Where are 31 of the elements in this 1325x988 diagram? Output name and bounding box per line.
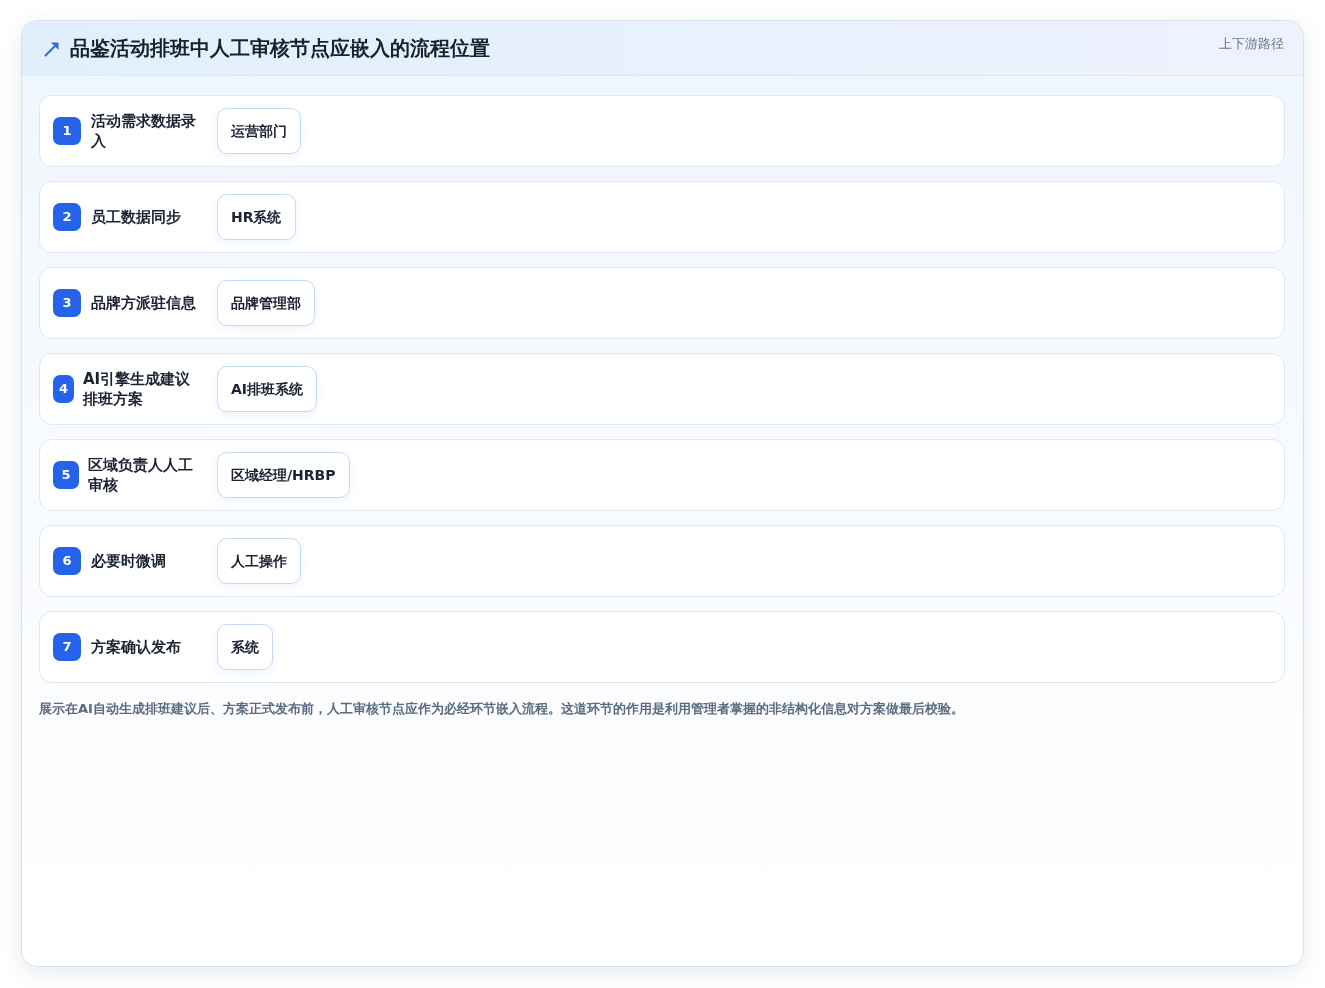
number-badge: 6 <box>53 547 81 575</box>
step-label: 品牌方派驻信息 <box>91 293 197 313</box>
number-badge: 4 <box>53 375 74 403</box>
role-tag: 品牌管理部 <box>217 280 315 326</box>
step-label: 活动需求数据录入 <box>91 111 197 151</box>
role-tag: AI排班系统 <box>217 366 318 412</box>
role-tag: 系统 <box>217 624 273 670</box>
step-label: 方案确认发布 <box>91 637 182 657</box>
step-row <box>39 353 1285 425</box>
role-tag: 人工操作 <box>217 538 301 584</box>
step-row <box>39 525 1285 597</box>
number-badge: 2 <box>53 203 81 231</box>
step-label: 区域负责人人工审核 <box>88 455 194 495</box>
number-badge: 1 <box>53 117 81 145</box>
caption: 展示在AI自动生成排班建议后、方案正式发布前，人工审核节点应作为必经环节嵌入流程。这道环节的作用是利用管理者掌握的非结构化信息对方案做最后校验。 <box>39 700 965 718</box>
role-tag: 运营部门 <box>217 108 301 154</box>
number-badge: 3 <box>53 289 81 317</box>
step-label: 员工数据同步 <box>91 207 182 227</box>
number-badge: 5 <box>53 461 79 489</box>
step-row <box>39 181 1285 253</box>
number-badge: 7 <box>53 633 81 661</box>
role-tag: 区域经理/HRBP <box>217 452 350 498</box>
step-row <box>39 611 1285 683</box>
role-tag: HR系统 <box>217 194 296 240</box>
step-row <box>39 95 1285 167</box>
header-note: 上下游路径 <box>1219 36 1284 52</box>
step-row <box>39 267 1285 339</box>
step-label: 必要时微调 <box>91 551 167 571</box>
title: 品鉴活动排班中人工审核节点应嵌入的流程位置 <box>70 35 490 62</box>
step-row <box>39 439 1285 511</box>
step-label: AI引擎生成建议排班方案 <box>83 369 192 409</box>
